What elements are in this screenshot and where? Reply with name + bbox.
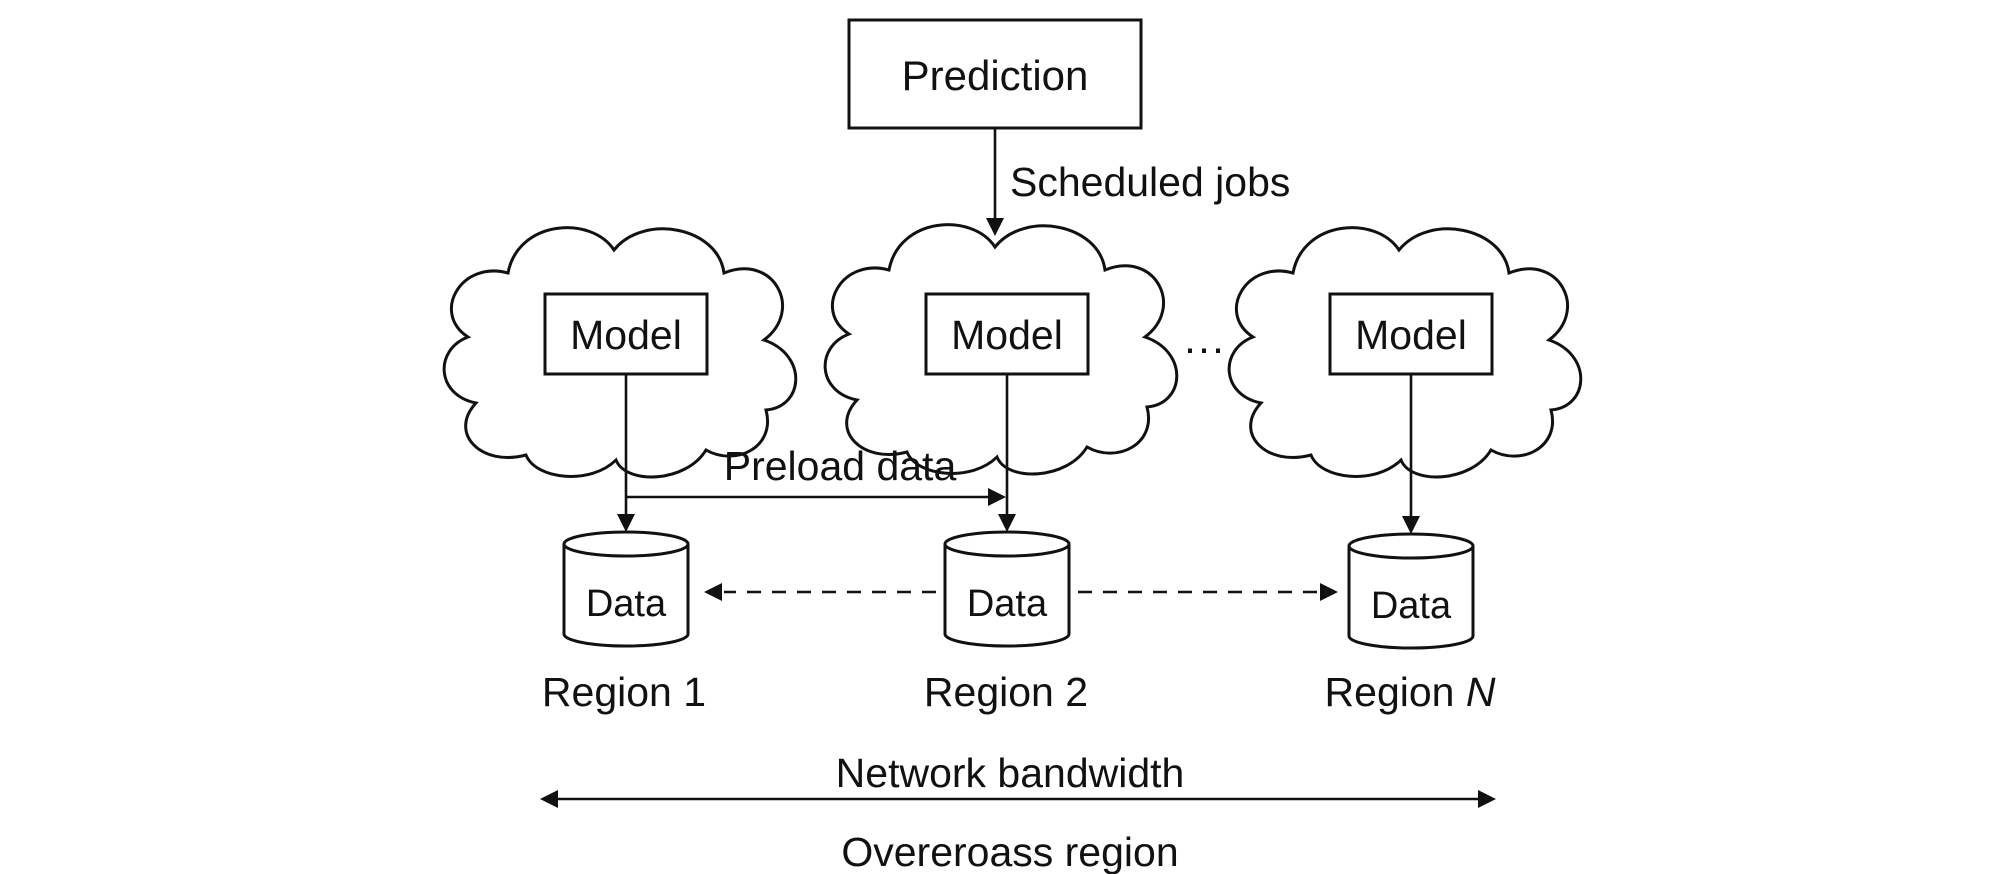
footer-caption: Overeroass region — [841, 829, 1178, 874]
prediction-box — [847, 18, 1143, 130]
replication-arrows — [704, 583, 1338, 601]
dashed-arrowhead-left — [704, 583, 722, 601]
region-2-model-label: Model — [951, 312, 1063, 358]
region-1-prefix: Region — [542, 669, 683, 715]
ellipsis: ··· — [1183, 324, 1225, 371]
region-n-suffix: N — [1466, 669, 1496, 715]
network-bandwidth-label: Network bandwidth — [836, 750, 1185, 796]
region-2-model-box — [924, 292, 1090, 376]
region-2-data-cylinder — [943, 530, 1071, 648]
region-2-arrowhead — [998, 514, 1016, 532]
region-2-suffix: 2 — [1065, 669, 1088, 715]
region-n-data-label: Data — [1371, 585, 1452, 627]
region-2-label: Region 2 — [924, 669, 1088, 715]
region-1-data-cylinder — [562, 530, 690, 648]
region-n-arrowhead — [1402, 516, 1420, 534]
scheduled-jobs-arrow: Scheduled jobs — [986, 128, 1290, 236]
region-1-model-box — [543, 292, 709, 376]
preload-data-label: Preload data — [724, 443, 957, 489]
network-bandwidth-arrowhead-left — [540, 790, 558, 808]
region-2-prefix: Region — [924, 669, 1065, 715]
region-1-model-label: Model — [570, 312, 682, 358]
region-1-suffix: 1 — [683, 669, 706, 715]
region-n-label: Region N — [1325, 669, 1496, 715]
preload-data-arrowhead — [988, 488, 1006, 506]
network-bandwidth-arrowhead-right — [1478, 790, 1496, 808]
region-n: Model Data Region N — [1227, 226, 1583, 715]
network-bandwidth-arrow: Network bandwidth — [540, 750, 1496, 808]
region-n-data-cylinder — [1347, 532, 1475, 650]
preload-data-arrow: Preload data — [626, 443, 1006, 506]
region-1: Model Data Region 1 — [442, 226, 798, 715]
region-1-arrowhead — [617, 514, 635, 532]
region-1-label: Region 1 — [542, 669, 706, 715]
prediction-node: Prediction — [847, 18, 1143, 130]
region-2-data-label: Data — [967, 583, 1048, 625]
dashed-arrowhead-right — [1320, 583, 1338, 601]
prediction-label: Prediction — [902, 52, 1089, 99]
region-n-prefix: Region — [1325, 669, 1466, 715]
region-n-model-box — [1328, 292, 1494, 376]
scheduled-jobs-label: Scheduled jobs — [1010, 159, 1290, 205]
region-n-model-label: Model — [1355, 312, 1467, 358]
scheduled-jobs-arrowhead — [986, 218, 1004, 236]
region-2: Model Data Region 2 — [823, 223, 1179, 715]
region-1-data-label: Data — [586, 583, 667, 625]
